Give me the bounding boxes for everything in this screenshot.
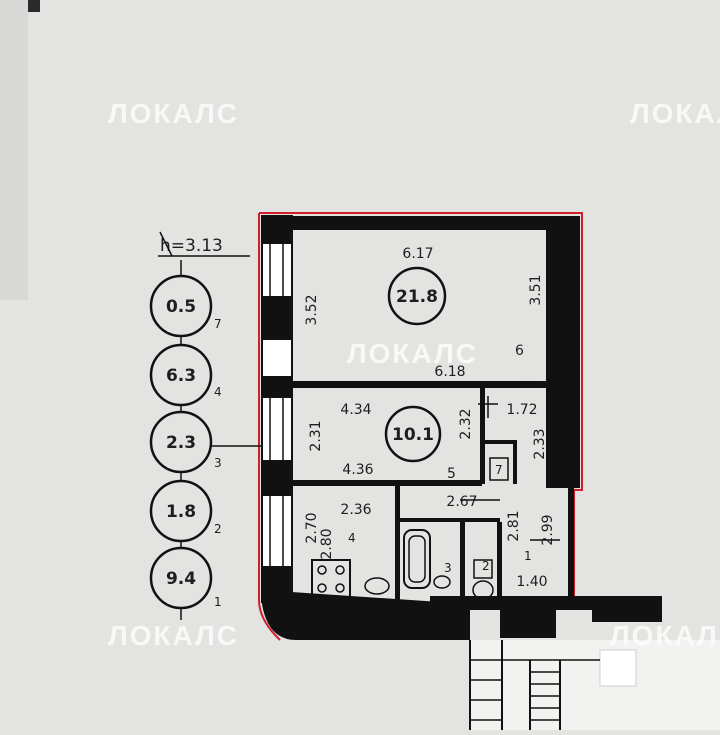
toilet-tank <box>473 559 493 579</box>
bathroom-number: 3 <box>444 561 452 575</box>
svg-text:7: 7 <box>214 317 222 331</box>
right-wall <box>546 216 580 488</box>
bottom-wall-right <box>430 596 600 610</box>
middle-room-area: 10.1 <box>392 425 434 445</box>
main-room-width-bottom: 6.18 <box>434 364 465 380</box>
wc-number: 2 <box>482 559 490 573</box>
kitchen-bath-wall <box>395 486 400 604</box>
partition-lower <box>292 480 482 486</box>
svg-text:4: 4 <box>214 385 222 399</box>
hall-height: 2.99 <box>540 514 556 545</box>
svg-text:3: 3 <box>214 456 222 470</box>
svg-text:1: 1 <box>214 595 222 609</box>
kitchen-height-outer: 2.70 <box>304 512 320 543</box>
bath-wc-wall <box>460 522 465 604</box>
closet-right-wall <box>513 440 517 484</box>
main-room-area-circle <box>387 266 447 326</box>
watermark-bottom-right: ЛОКАЛС <box>610 620 720 651</box>
closet-top-wall <box>485 440 517 444</box>
legend-item: 6.3 4 <box>149 343 222 407</box>
main-room-height-left: 3.52 <box>304 294 320 325</box>
svg-text:1.8: 1.8 <box>166 502 196 522</box>
watermark-center: ЛОКАЛС <box>347 338 478 369</box>
wc-hall-wall <box>497 522 502 604</box>
bath-sink <box>433 575 451 589</box>
wc-height: 2.81 <box>506 510 522 541</box>
top-wall <box>262 216 580 230</box>
watermark-bottom-left: ЛОКАЛС <box>108 620 239 651</box>
hall-width: 1.40 <box>516 574 547 590</box>
watermark-top-left: ЛОКАЛС <box>108 98 239 129</box>
legend-column: 0.5 7 6.3 4 2.3 3 1.8 2 9.4 1 <box>149 260 222 620</box>
svg-text:0.5: 0.5 <box>166 297 196 317</box>
svg-text:6.3: 6.3 <box>166 366 196 386</box>
side-passage-width: 1.72 <box>506 402 537 418</box>
main-room-width-top: 6.17 <box>402 246 433 262</box>
middle-room-height-left: 2.31 <box>308 420 324 451</box>
svg-text:2: 2 <box>214 522 222 536</box>
legend-item: 1.8 2 <box>149 479 222 543</box>
watermark-top-right: ЛОКАЛС <box>630 98 720 129</box>
middle-room-width-bottom: 4.36 <box>342 462 373 478</box>
stair-wall <box>592 596 662 622</box>
bathtub <box>403 529 431 589</box>
side-passage-height: 2.33 <box>532 428 548 459</box>
bath-top-wall <box>400 518 500 522</box>
legend-item: 0.5 7 <box>149 274 222 338</box>
partition-upper <box>292 381 546 388</box>
ceiling-height: h=3.13 <box>160 236 223 256</box>
stair-steps <box>530 671 560 721</box>
middle-room-width-top: 4.34 <box>340 402 371 418</box>
bathtub-inner <box>408 535 426 583</box>
closet-number: 7 <box>495 463 503 477</box>
legend-item: 9.4 1 <box>149 546 222 610</box>
right-wall-lower <box>568 488 574 604</box>
kitchen-width: 2.36 <box>340 502 371 518</box>
main-room-height-right: 3.51 <box>528 274 544 305</box>
main-room-number: 6 <box>515 343 524 359</box>
stair-area <box>470 640 720 730</box>
bathroom-width: 2.67 <box>446 494 477 510</box>
left-outer-wall <box>261 215 293 603</box>
kitchen-number: 4 <box>348 531 356 545</box>
main-room-area: 21.8 <box>396 287 438 307</box>
entry-wall-block <box>500 604 556 638</box>
middle-room-area-circle <box>384 405 442 463</box>
closet-box <box>489 457 509 481</box>
hall-number: 1 <box>524 549 532 563</box>
middle-room-height-right: 2.32 <box>458 408 474 439</box>
paper-fold-shade <box>0 0 28 300</box>
kitchen-sink <box>364 577 390 595</box>
stair-white-patch <box>599 649 637 687</box>
closet-wall <box>480 384 485 484</box>
svg-text:9.4: 9.4 <box>166 569 196 589</box>
dimension-ticks <box>397 381 560 541</box>
svg-text:2.3: 2.3 <box>166 433 196 453</box>
middle-room-number: 5 <box>447 466 456 482</box>
red-outline-left <box>258 213 281 641</box>
legend-item: 2.3 3 <box>149 410 222 474</box>
kitchen-height-inner: 2.80 <box>319 528 335 559</box>
